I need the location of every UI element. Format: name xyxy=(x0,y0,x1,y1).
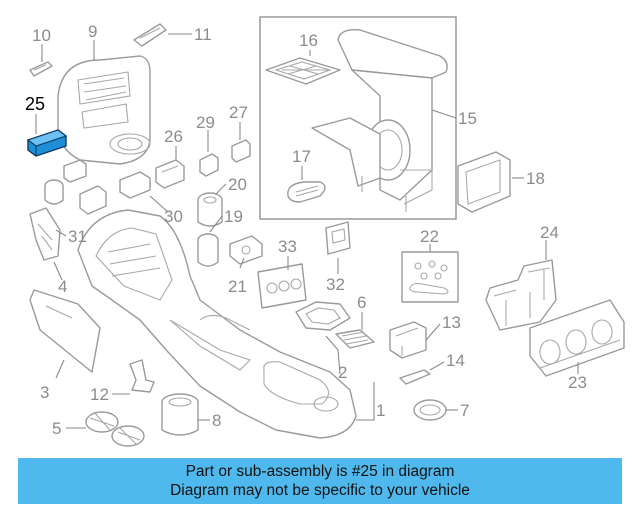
callout-7: 7 xyxy=(460,401,469,420)
callout-10: 10 xyxy=(32,26,51,45)
callout-32: 32 xyxy=(326,275,345,294)
callout-4: 4 xyxy=(58,277,67,296)
part-5-mat[interactable] xyxy=(85,411,145,447)
exploded-parts-diagram: 10 9 11 25 16 15 17 18 26 29 27 20 19 30… xyxy=(25,16,625,447)
part-small-switch-b[interactable] xyxy=(79,185,107,215)
callout-6: 6 xyxy=(357,293,366,312)
callout-25-highlighted: 25 xyxy=(25,94,45,114)
info-banner: Part or sub-assembly is #25 in diagram D… xyxy=(18,458,622,504)
callout-1: 1 xyxy=(376,401,385,420)
callout-33: 33 xyxy=(278,237,297,256)
callout-17: 17 xyxy=(292,147,311,166)
callout-3: 3 xyxy=(40,383,49,402)
banner-line-2: Diagram may not be specific to your vehi… xyxy=(170,482,470,499)
part-21-switch[interactable] xyxy=(229,235,263,265)
part-15-armrest[interactable] xyxy=(311,29,448,212)
part-24-bracket[interactable] xyxy=(485,259,557,331)
callout-22: 22 xyxy=(420,227,439,246)
part-29-clip[interactable] xyxy=(199,153,219,177)
callout-15: 15 xyxy=(458,109,477,128)
part-18-tray[interactable] xyxy=(457,151,511,213)
part-9-center-bezel[interactable] xyxy=(57,55,151,165)
callout-2: 2 xyxy=(338,363,347,382)
callout-11: 11 xyxy=(194,25,212,44)
leader-lines xyxy=(35,33,579,429)
part-20-socket[interactable] xyxy=(197,192,223,227)
callout-19: 19 xyxy=(224,207,243,226)
part-14-strip[interactable] xyxy=(399,369,431,385)
callout-9: 9 xyxy=(88,22,97,41)
part-13-bracket[interactable] xyxy=(389,321,427,359)
part-12-clip[interactable] xyxy=(129,359,155,393)
part-19-socket[interactable] xyxy=(197,233,219,267)
callout-numbers: 10 9 11 25 16 15 17 18 26 29 27 20 19 30… xyxy=(25,22,587,438)
part-small-switch-a[interactable] xyxy=(63,159,87,183)
part-2-frame[interactable] xyxy=(295,301,351,331)
part-8-cup-holder[interactable] xyxy=(161,393,199,436)
callout-14: 14 xyxy=(446,351,465,370)
callout-23: 23 xyxy=(568,373,587,392)
callout-20: 20 xyxy=(228,175,247,194)
part-6-mat[interactable] xyxy=(335,329,375,349)
part-22-mat[interactable] xyxy=(401,251,459,303)
callout-29: 29 xyxy=(196,113,215,132)
part-31-bracket[interactable] xyxy=(29,207,61,261)
part-27-clip[interactable] xyxy=(231,139,251,163)
callout-30: 30 xyxy=(164,207,183,226)
callout-26: 26 xyxy=(164,127,183,146)
part-small-switch-c[interactable] xyxy=(119,171,151,199)
callout-24: 24 xyxy=(540,223,559,242)
part-32-switch[interactable] xyxy=(325,221,351,255)
callout-18: 18 xyxy=(526,169,545,188)
callout-27: 27 xyxy=(229,103,248,122)
callout-12: 12 xyxy=(90,385,109,404)
part-23-climate-control[interactable] xyxy=(529,299,625,377)
part-1-center-console[interactable] xyxy=(77,209,357,439)
callout-21: 21 xyxy=(228,277,247,296)
part-17-pad[interactable] xyxy=(287,181,326,203)
banner-line-1: Part or sub-assembly is #25 in diagram xyxy=(185,463,455,480)
part-16-armrest-mat[interactable] xyxy=(265,57,341,85)
part-25-highlighted-switch[interactable] xyxy=(26,129,68,157)
part-7-ring[interactable] xyxy=(413,399,447,421)
part-26-switch[interactable] xyxy=(155,159,185,189)
callout-8: 8 xyxy=(212,411,221,430)
part-3-side-panel[interactable] xyxy=(29,289,101,373)
part-10[interactable] xyxy=(29,61,53,77)
callout-31: 31 xyxy=(68,227,87,246)
part-11-trim[interactable] xyxy=(133,23,167,47)
part-33-control-panel[interactable] xyxy=(257,263,307,309)
callout-16: 16 xyxy=(299,31,318,50)
callout-5: 5 xyxy=(52,419,61,438)
callout-13: 13 xyxy=(442,313,461,332)
part-knob-left[interactable] xyxy=(44,179,64,205)
